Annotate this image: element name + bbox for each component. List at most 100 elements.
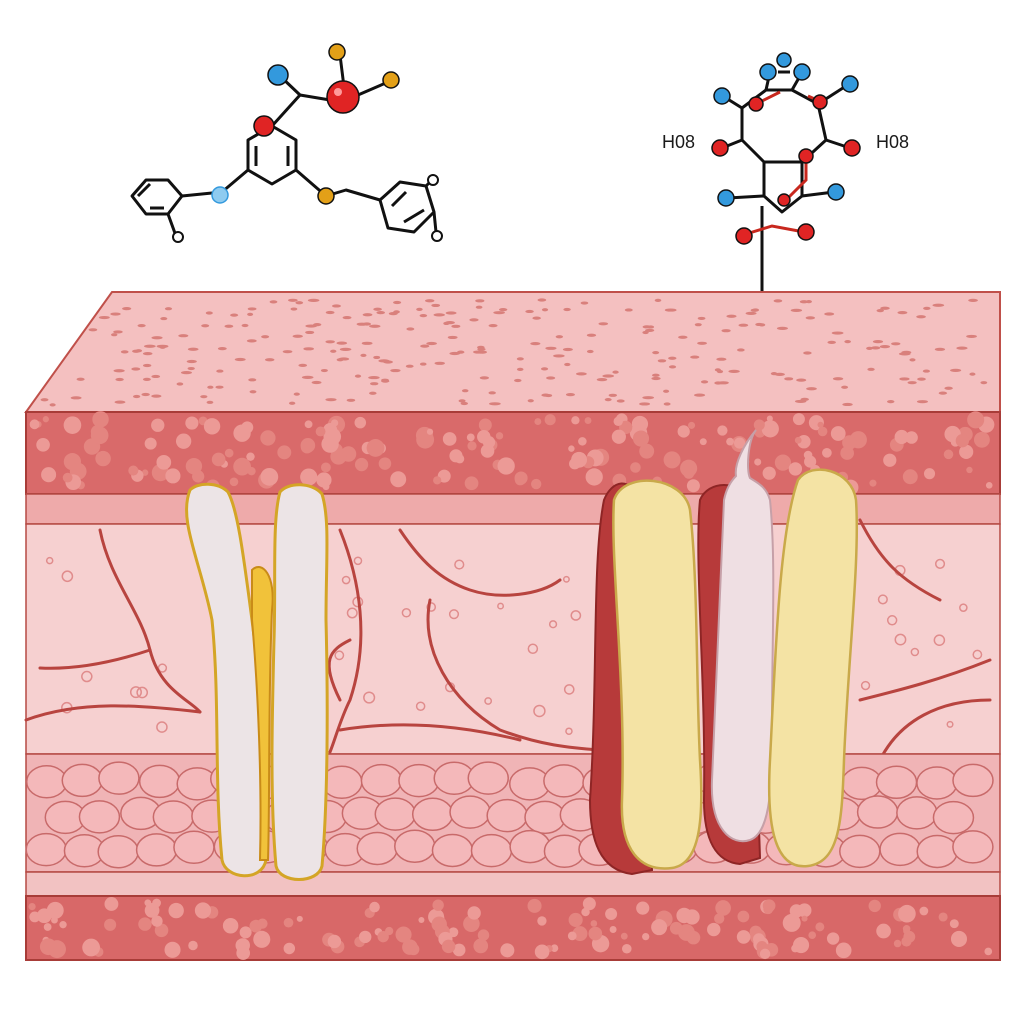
dermis-dot	[562, 575, 570, 583]
pore	[269, 300, 278, 304]
pore	[493, 311, 505, 315]
pore	[346, 398, 356, 402]
pore	[831, 331, 844, 335]
right-fiber-cluster	[588, 429, 859, 876]
hydrogen-atom	[427, 174, 439, 186]
deep-cell	[144, 899, 152, 907]
pore	[135, 349, 143, 353]
fat-cell	[470, 833, 513, 868]
deep-cell	[500, 943, 515, 958]
pore	[216, 369, 224, 373]
pore	[339, 347, 352, 351]
fiber-yellow	[612, 479, 703, 870]
pore	[565, 393, 575, 397]
pore	[944, 386, 953, 390]
dermis-dot	[484, 697, 493, 705]
epidermis-cell	[804, 455, 817, 468]
epidermis-cell	[29, 419, 40, 430]
epidermis-cell	[687, 421, 696, 429]
deep-cell	[253, 930, 271, 948]
pore	[663, 402, 671, 406]
pore	[164, 307, 173, 311]
pore	[141, 392, 150, 397]
epidermis-cell	[734, 437, 746, 449]
epidermis-cell	[817, 426, 828, 437]
deep-cell	[782, 913, 801, 932]
molecule-right	[711, 52, 861, 410]
deep-cell	[527, 898, 542, 913]
pore	[555, 335, 564, 339]
deep-cell	[104, 897, 119, 911]
bond	[270, 93, 331, 128]
pore	[530, 342, 541, 346]
dermis-dot	[886, 615, 898, 626]
deep-cell	[296, 915, 303, 922]
deep-cell	[402, 939, 418, 955]
pore	[76, 377, 85, 381]
pore	[362, 313, 373, 317]
hydrogen-atom	[172, 231, 184, 243]
epidermis-cell	[766, 415, 773, 422]
pore	[207, 385, 214, 389]
epidermis-cell	[90, 425, 105, 439]
red-atom	[748, 96, 764, 112]
epidermis-cell	[753, 419, 765, 431]
pore	[433, 313, 445, 317]
epidermis-cell	[390, 471, 407, 488]
pore	[416, 307, 423, 311]
deep-cell	[762, 899, 776, 913]
epidermis-cell	[585, 468, 603, 486]
pore	[49, 403, 56, 407]
red-atom	[812, 94, 828, 110]
fat-cell	[360, 763, 403, 798]
pore	[298, 363, 308, 367]
pore	[980, 381, 988, 385]
pore	[714, 368, 721, 372]
pore	[922, 369, 930, 373]
epidermis-cell	[774, 454, 792, 471]
skin-surface-top	[24, 291, 1001, 413]
epidermis-cell	[62, 472, 73, 483]
epidermis-cell	[224, 448, 234, 458]
pore	[909, 358, 916, 362]
pore	[879, 345, 891, 349]
epidermis-cell	[156, 454, 172, 470]
epidermis-cell	[467, 441, 477, 451]
pore	[598, 322, 609, 326]
pore	[678, 335, 688, 339]
pore	[419, 362, 427, 366]
pore	[745, 311, 757, 315]
pore	[663, 389, 670, 393]
fat-cell	[152, 800, 195, 834]
dermis-dot	[401, 608, 412, 618]
label-right-h08: H08	[876, 132, 909, 152]
pore	[113, 330, 123, 334]
pore	[376, 310, 385, 315]
dermis-dot	[910, 647, 920, 657]
pore	[488, 402, 501, 406]
central-ring-inner-bond	[254, 146, 290, 166]
epidermis-cell	[449, 449, 463, 463]
pore	[122, 306, 132, 311]
pore	[898, 352, 911, 356]
epidermis-cell	[894, 429, 909, 445]
epidermis-cell	[416, 430, 435, 449]
deep-cell	[651, 919, 668, 936]
deep-cell	[620, 932, 628, 940]
pore	[596, 378, 608, 382]
pore	[325, 310, 335, 315]
subcutaneous-band	[25, 871, 1001, 897]
dermis-dot	[156, 721, 168, 733]
pore	[891, 342, 901, 346]
pore	[405, 364, 414, 368]
dermis-dot	[933, 634, 946, 646]
blue-atom	[793, 63, 811, 81]
pore	[156, 344, 169, 348]
epidermis-cell	[514, 471, 528, 485]
epidermis-cell	[762, 466, 776, 480]
epidermis-cell	[495, 432, 504, 440]
deep-cell	[938, 912, 948, 922]
epidermis-cell	[869, 479, 877, 487]
epidermis-cell	[185, 416, 199, 430]
deep-cell	[257, 918, 268, 929]
